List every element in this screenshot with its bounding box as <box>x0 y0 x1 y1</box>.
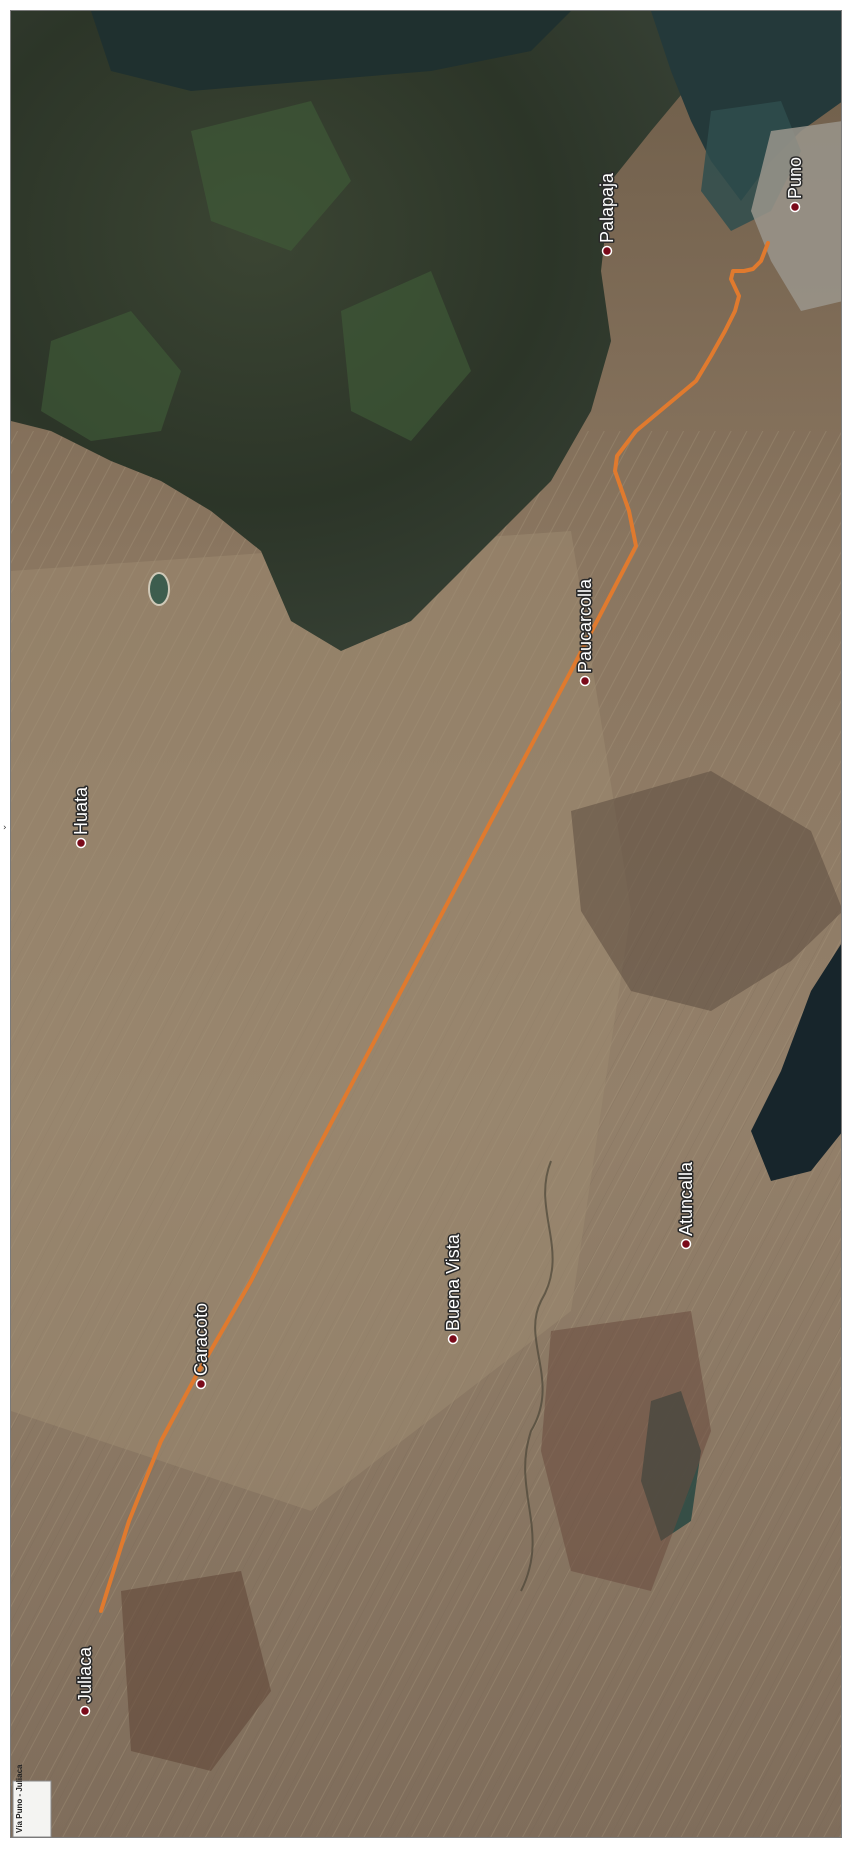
legend-title: Vía Puno - Juliaca <box>15 1764 24 1833</box>
legend-box <box>12 1780 52 1837</box>
place-paucarcolla[interactable]: Paucarcolla <box>574 576 597 687</box>
map-legend: Vía Puno - Juliaca <box>12 1764 52 1837</box>
place-palapaja[interactable]: Palapaja <box>596 170 619 257</box>
place-label-puno: Puno <box>785 157 805 199</box>
small-lagoon <box>148 572 170 606</box>
place-marker-atuncalla[interactable] <box>680 1238 692 1250</box>
lake-arm-east <box>751 944 841 1181</box>
hills-south <box>541 1311 711 1591</box>
central-plain <box>11 531 631 1511</box>
place-atuncalla[interactable]: Atuncalla <box>675 1159 698 1250</box>
hills-east <box>571 771 841 1011</box>
place-huata[interactable]: Huata <box>70 784 93 849</box>
hills-juliaca <box>121 1571 271 1771</box>
lake-water <box>91 11 571 91</box>
route-line[interactable] <box>99 241 770 1613</box>
river <box>520 1160 554 1592</box>
place-label-huata: Huata <box>71 786 91 835</box>
place-marker-puno[interactable] <box>789 201 801 213</box>
place-juliaca[interactable]: Juliaca <box>74 1644 97 1717</box>
place-marker-juliaca[interactable] <box>79 1705 91 1717</box>
puno-city-area <box>751 121 841 311</box>
place-marker-huata[interactable] <box>75 837 87 849</box>
side-tick-mark: › <box>3 823 7 833</box>
place-buena-vista[interactable]: Buena Vista <box>442 1232 465 1345</box>
place-label-paucarcolla: Paucarcolla <box>575 578 595 673</box>
place-label-atuncalla: Atuncalla <box>676 1161 696 1236</box>
place-label-buena-vista: Buena Vista <box>443 1233 463 1331</box>
place-marker-buena-vista[interactable] <box>447 1333 459 1345</box>
place-caracoto[interactable]: Caracoto <box>190 1301 213 1390</box>
place-puno[interactable]: Puno <box>784 155 807 213</box>
place-label-juliaca: Juliaca <box>75 1646 95 1703</box>
place-label-palapaja: Palapaja <box>597 172 617 243</box>
place-marker-caracoto[interactable] <box>195 1378 207 1390</box>
wetland-green-patches <box>41 101 471 441</box>
place-label-caracoto: Caracoto <box>191 1303 211 1376</box>
place-marker-palapaja[interactable] <box>601 245 613 257</box>
place-marker-paucarcolla[interactable] <box>579 675 591 687</box>
